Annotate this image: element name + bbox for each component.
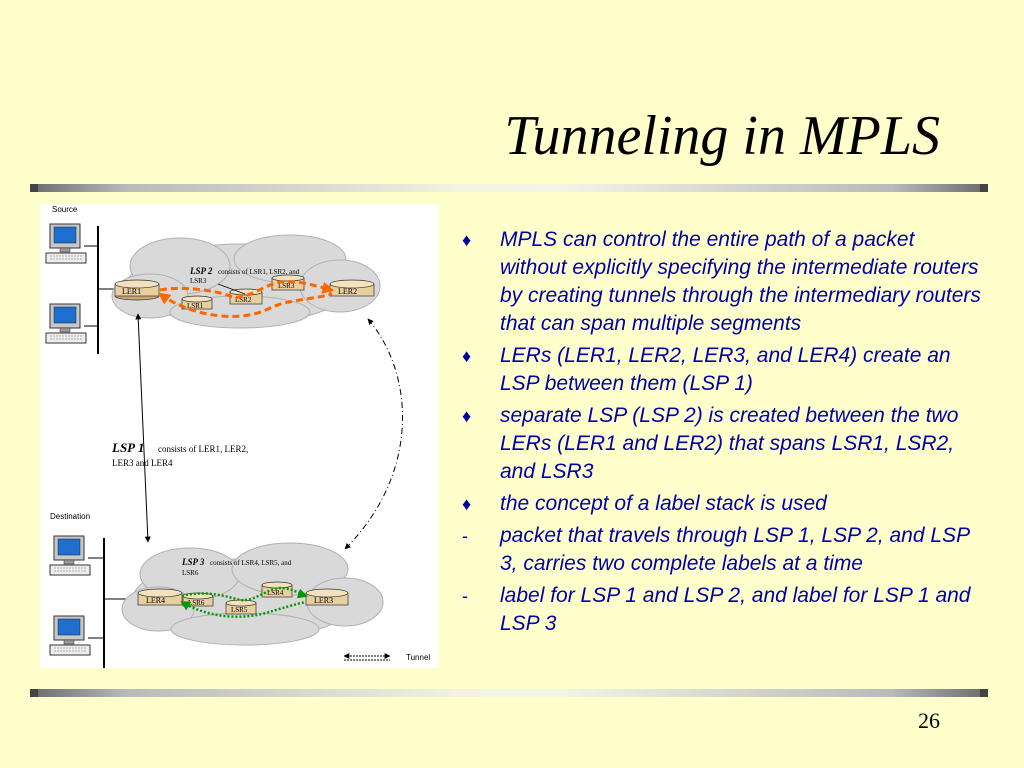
source-computer-1-icon (45, 223, 87, 264)
lsp2-description-line2: LSR3 (190, 277, 207, 285)
lsp3-tunnel-path (180, 586, 308, 618)
diamond-bullet-icon: ♦ (462, 230, 472, 250)
svg-text:LSR1: LSR1 (187, 302, 204, 310)
diamond-bullet-icon: ♦ (462, 494, 472, 514)
lsp1-name: LSP 1 (111, 440, 144, 455)
destination-computer-2-icon (49, 615, 91, 656)
svg-text:LER1: LER1 (122, 287, 141, 296)
bullet-text: separate LSP (LSP 2) is created between … (500, 404, 959, 483)
bullet-text: LERs (LER1, LER2, LER3, and LER4) create… (500, 344, 951, 395)
sub-bullet-item: - label for LSP 1 and LSP 2, and label fo… (462, 582, 982, 638)
router-lsr5: LSR5 (225, 599, 257, 615)
bullet-item: ♦ LERs (LER1, LER2, LER3, and LER4) creat… (462, 342, 982, 398)
lsp1-description-line1: consists of LER1, LER2, (158, 444, 248, 454)
diamond-bullet-icon: ♦ (462, 346, 472, 366)
lsp3-description-line1: consists of LSR4, LSR5, and (210, 559, 292, 567)
page-number: 26 (918, 708, 940, 733)
svg-text:LER4: LER4 (146, 596, 165, 605)
svg-text:LSR3: LSR3 (278, 282, 295, 290)
bullet-item: ♦ MPLS can control the entire path of a p… (462, 226, 982, 338)
tunnel-legend-label: Tunnel (406, 653, 430, 662)
svg-text:LSR5: LSR5 (231, 606, 248, 614)
destination-computer-1-icon (49, 535, 91, 576)
lsp2-tunnel-path (158, 280, 335, 318)
router-ler3: LER3 (305, 588, 349, 606)
bullet-text: MPLS can control the entire path of a pa… (500, 228, 981, 335)
bullet-list: ♦ MPLS can control the entire path of a p… (462, 226, 982, 642)
lsp2-name: LSP 2 (189, 266, 213, 276)
sub-bullet-item: - packet that travels through LSP 1, LSP … (462, 522, 982, 578)
bullet-text: packet that travels through LSP 1, LSP 2… (500, 524, 970, 575)
lsp3-description-line2: LSR6 (182, 569, 199, 577)
lsp2-description-line1: consists of LSR1, LSR2, and (218, 268, 300, 276)
bullet-text: the concept of a label stack is used (500, 492, 827, 515)
mpls-tunnel-diagram: Source LER1 LSR1 (40, 204, 438, 668)
dash-bullet-icon: - (462, 586, 468, 606)
lsp3-name: LSP 3 (181, 557, 205, 567)
svg-text:LER3: LER3 (314, 596, 333, 605)
source-computer-2-icon (45, 303, 87, 344)
router-ler2: LER2 (329, 279, 375, 297)
bottom-divider (30, 689, 988, 697)
bullet-text: label for LSP 1 and LSP 2, and label for… (500, 584, 971, 635)
bullet-item: ♦ the concept of a label stack is used (462, 490, 982, 518)
svg-text:LSR2: LSR2 (235, 296, 252, 304)
router-lsr1: LSR1 (181, 295, 213, 310)
source-label: Source (52, 205, 78, 214)
router-ler4: LER4 (137, 588, 183, 606)
dash-bullet-icon: - (462, 526, 468, 546)
slide-title: Tunneling in MPLS (504, 105, 940, 167)
lsp1-description-line2: LER3 and LER4 (112, 458, 173, 468)
svg-text:LSR6: LSR6 (188, 599, 205, 607)
router-lsr2: LSR2 (229, 288, 263, 305)
lsp1-arrow (135, 313, 151, 543)
destination-label: Destination (50, 512, 90, 521)
diamond-bullet-icon: ♦ (462, 406, 472, 426)
svg-text:LSR4: LSR4 (267, 589, 284, 597)
top-divider (30, 184, 988, 192)
tunnel-legend-icon (343, 653, 391, 661)
router-ler1: LER1 (114, 279, 160, 301)
lsp-link-curve (344, 318, 403, 550)
svg-text:LER2: LER2 (338, 287, 357, 296)
bullet-item: ♦ separate LSP (LSP 2) is created between… (462, 402, 982, 486)
